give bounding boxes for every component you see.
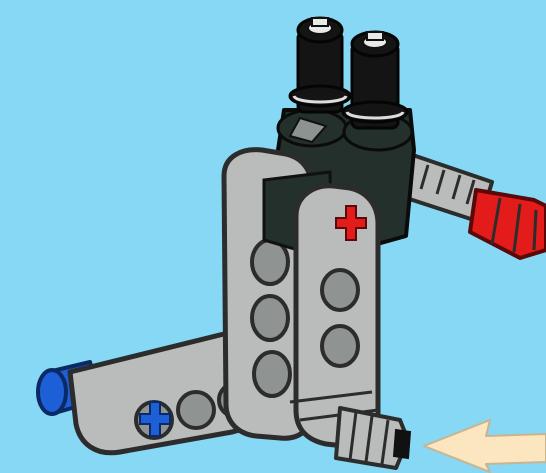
insert-arrow-icon bbox=[424, 420, 546, 472]
gray-axle-bottom bbox=[336, 408, 410, 468]
vertical-beam-right bbox=[290, 186, 378, 446]
black-pin-right bbox=[343, 32, 407, 128]
red-axle-connector bbox=[470, 190, 546, 258]
black-pin-left bbox=[290, 18, 350, 112]
